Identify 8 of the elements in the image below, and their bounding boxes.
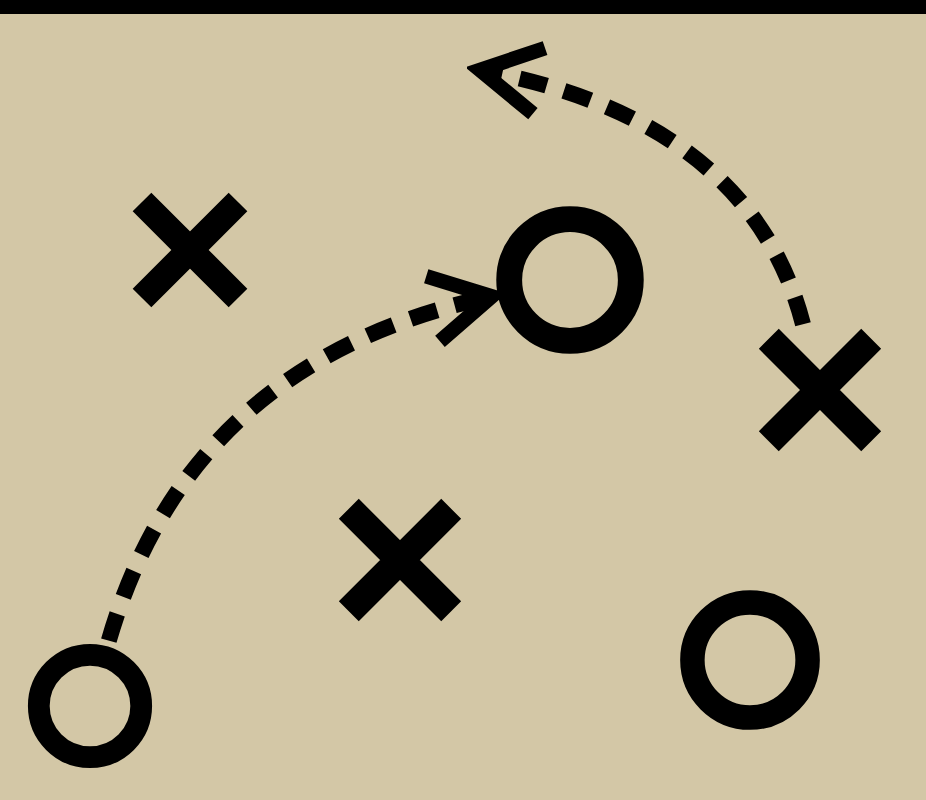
cross-mark [336,496,464,624]
dashed-arrow [101,271,500,644]
cross-mark [756,326,884,454]
circle-mark [26,642,154,770]
circle-mark [494,204,646,356]
circle-mark [678,588,822,732]
dashed-arrow [472,42,811,327]
cross-mark [130,190,250,310]
